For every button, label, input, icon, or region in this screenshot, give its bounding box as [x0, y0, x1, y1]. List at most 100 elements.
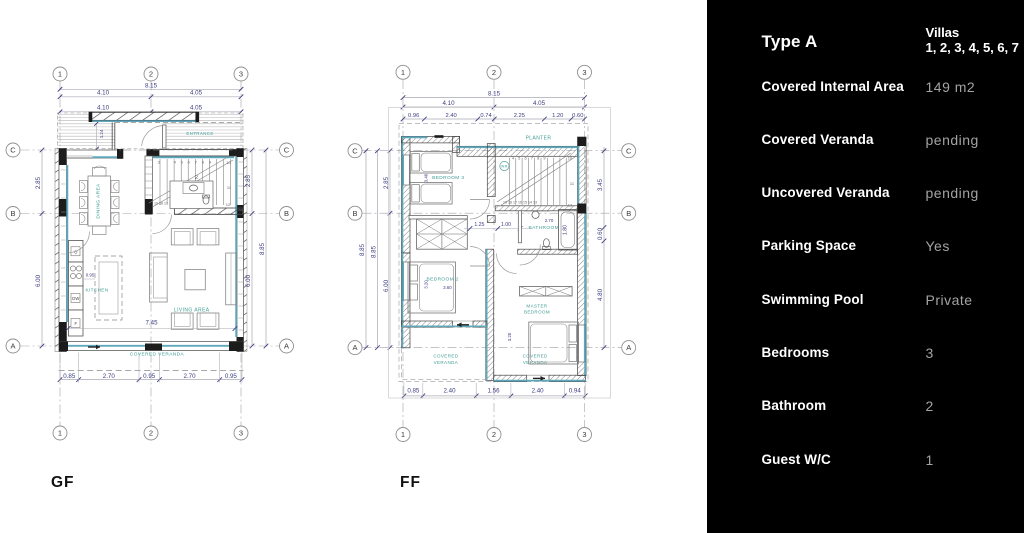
- svg-text:1.20: 1.20: [552, 113, 563, 119]
- svg-text:LIVING AREA: LIVING AREA: [174, 307, 210, 313]
- svg-text:C: C: [352, 146, 358, 155]
- svg-text:0.74: 0.74: [480, 113, 492, 119]
- svg-text:6.00: 6.00: [245, 274, 252, 287]
- svg-text:2.70: 2.70: [103, 373, 116, 380]
- svg-text:F: F: [75, 321, 78, 326]
- svg-text:6.00: 6.00: [383, 279, 390, 292]
- svg-text:2.85: 2.85: [245, 174, 252, 187]
- svg-text:7: 7: [195, 160, 198, 165]
- svg-text:WM: WM: [501, 165, 507, 169]
- svg-text:3: 3: [582, 68, 586, 77]
- svg-text:2: 2: [195, 175, 198, 181]
- svg-text:COVERED VERANDA: COVERED VERANDA: [130, 352, 185, 358]
- svg-text:3.40: 3.40: [424, 173, 429, 182]
- svg-text:2.40: 2.40: [443, 388, 456, 395]
- svg-text:9: 9: [209, 160, 212, 165]
- svg-text:DINING AREA: DINING AREA: [96, 183, 102, 219]
- svg-text:B: B: [284, 209, 289, 218]
- svg-text:8: 8: [202, 160, 205, 165]
- svg-text:ENTRANCE: ENTRANCE: [186, 131, 213, 136]
- svg-text:COVERED: COVERED: [433, 354, 458, 359]
- svg-text:A: A: [284, 342, 289, 351]
- svg-text:C: C: [626, 146, 632, 155]
- svg-text:1: 1: [401, 68, 405, 77]
- svg-text:3: 3: [239, 70, 243, 79]
- svg-text:2.25: 2.25: [514, 113, 525, 119]
- svg-text:0.85: 0.85: [63, 373, 76, 380]
- svg-text:8.15: 8.15: [145, 82, 158, 89]
- svg-text:8.85: 8.85: [371, 245, 378, 258]
- svg-text:12: 12: [226, 202, 231, 207]
- svg-text:8.85: 8.85: [359, 243, 366, 256]
- svg-text:4.10: 4.10: [442, 100, 455, 107]
- svg-text:A: A: [626, 343, 631, 352]
- svg-text:0.94: 0.94: [569, 388, 582, 395]
- svg-text:1.00: 1.00: [501, 222, 511, 228]
- svg-text:3.20: 3.20: [507, 332, 512, 341]
- svg-text:2: 2: [149, 429, 153, 438]
- svg-text:3.60: 3.60: [443, 285, 452, 290]
- svg-text:8.85: 8.85: [259, 242, 266, 255]
- svg-text:BEDROOM 3: BEDROOM 3: [432, 175, 464, 181]
- svg-text:4.05: 4.05: [190, 104, 203, 111]
- svg-text:12: 12: [568, 203, 573, 208]
- svg-text:3: 3: [158, 160, 161, 165]
- svg-text:0.95: 0.95: [86, 273, 95, 278]
- svg-text:2.85: 2.85: [35, 176, 42, 189]
- svg-text:C: C: [10, 146, 16, 155]
- svg-text:0.96: 0.96: [408, 113, 419, 119]
- svg-text:2: 2: [492, 68, 496, 77]
- svg-text:BATHROOM: BATHROOM: [529, 225, 560, 231]
- svg-text:0.60: 0.60: [597, 227, 604, 240]
- svg-text:DW: DW: [72, 296, 79, 301]
- svg-text:10: 10: [568, 156, 573, 161]
- svg-text:3: 3: [582, 430, 586, 439]
- svg-text:1.25: 1.25: [474, 222, 484, 228]
- svg-text:4: 4: [512, 156, 515, 161]
- svg-text:B: B: [352, 209, 357, 218]
- svg-text:4.05: 4.05: [533, 100, 546, 107]
- svg-text:VERANDA: VERANDA: [434, 360, 459, 365]
- svg-text:MASTER: MASTER: [526, 304, 548, 309]
- svg-text:KITCHEN: KITCHEN: [86, 288, 109, 293]
- svg-text:7: 7: [531, 156, 534, 161]
- svg-text:1: 1: [401, 430, 405, 439]
- svg-text:2.70: 2.70: [545, 218, 554, 223]
- svg-text:C: C: [284, 146, 290, 155]
- svg-text:B: B: [626, 209, 631, 218]
- svg-text:2.40: 2.40: [445, 113, 456, 119]
- svg-text:1.56: 1.56: [488, 388, 501, 395]
- svg-text:6: 6: [524, 156, 527, 161]
- svg-text:4.80: 4.80: [597, 288, 604, 301]
- svg-text:11: 11: [227, 185, 232, 190]
- svg-text:A: A: [10, 342, 15, 351]
- svg-text:6.00: 6.00: [35, 274, 42, 287]
- svg-text:PLANTER: PLANTER: [526, 136, 552, 142]
- svg-text:4.10: 4.10: [97, 90, 110, 97]
- svg-text:B: B: [10, 209, 15, 218]
- svg-text:1.80: 1.80: [563, 225, 569, 235]
- svg-text:3: 3: [239, 429, 243, 438]
- svg-text:9: 9: [543, 156, 546, 161]
- svg-text:8.15: 8.15: [488, 91, 501, 98]
- svg-text:O: O: [74, 249, 78, 254]
- svg-text:2.85: 2.85: [383, 176, 390, 189]
- svg-text:BEDROOM: BEDROOM: [524, 310, 550, 315]
- svg-text:0.85: 0.85: [407, 388, 420, 395]
- svg-text:4.05: 4.05: [190, 90, 203, 97]
- svg-text:1: 1: [58, 70, 62, 79]
- svg-text:5: 5: [518, 156, 521, 161]
- svg-text:3.20: 3.20: [424, 280, 429, 289]
- svg-text:5: 5: [181, 160, 184, 165]
- svg-text:1.24: 1.24: [99, 129, 104, 138]
- svg-text:10: 10: [226, 160, 231, 165]
- svg-text:BEDROOM 2: BEDROOM 2: [427, 276, 459, 282]
- svg-text:A: A: [352, 343, 357, 352]
- svg-text:6: 6: [188, 160, 191, 165]
- svg-text:0.95: 0.95: [143, 373, 156, 380]
- svg-text:7.45: 7.45: [145, 320, 158, 327]
- svg-text:FF: FF: [400, 474, 421, 491]
- svg-text:4: 4: [174, 160, 177, 165]
- svg-text:2.40: 2.40: [532, 388, 545, 395]
- svg-text:19 18 17 16 15 14 13: 19 18 17 16 15 14 13: [503, 201, 537, 205]
